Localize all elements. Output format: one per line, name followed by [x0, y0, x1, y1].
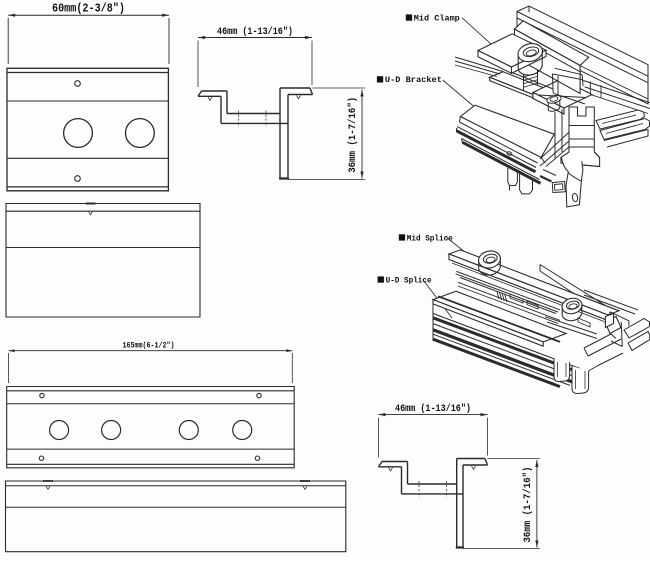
svg-text:U-D Bracket: U-D Bracket [385, 75, 442, 85]
svg-text:46mm (1-13/16″): 46mm (1-13/16″) [395, 403, 471, 415]
svg-text:46mm (1-13/16″): 46mm (1-13/16″) [217, 26, 293, 38]
svg-text:60mm(2-3/8″): 60mm(2-3/8″) [52, 3, 125, 16]
svg-text:36mm (1-7/16″): 36mm (1-7/16″) [347, 97, 359, 173]
svg-text:Mid Clamp: Mid Clamp [414, 13, 460, 23]
svg-text:36mm (1-7/16″): 36mm (1-7/16″) [522, 467, 534, 543]
svg-text:165mm(6-1/2″): 165mm(6-1/2″) [123, 342, 175, 351]
svg-text:U-D Splice: U-D Splice [386, 275, 432, 285]
svg-text:Mid Splice: Mid Splice [407, 233, 453, 243]
